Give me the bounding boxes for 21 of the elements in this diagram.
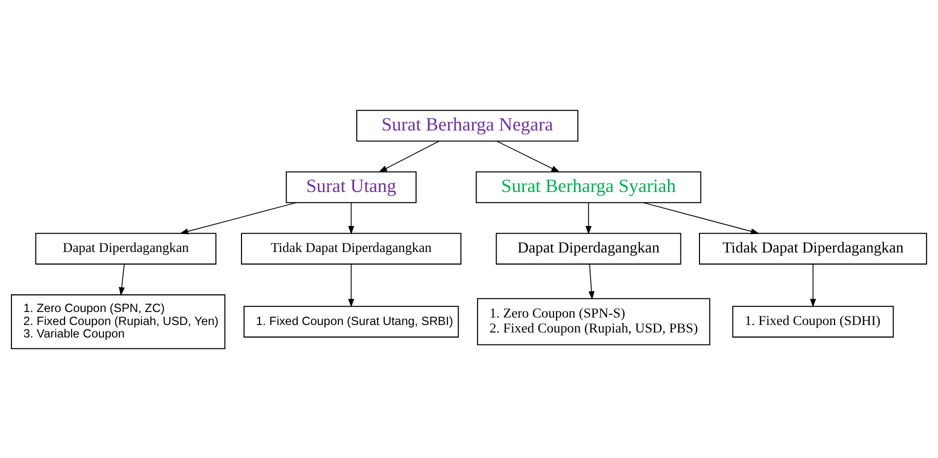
node-box: 1. Fixed Coupon (SDHI) bbox=[732, 305, 894, 338]
node-box: Surat Berharga Syariah bbox=[476, 170, 702, 203]
arrow bbox=[348, 202, 354, 234]
node-box: Dapat Diperdagangkan bbox=[496, 232, 682, 264]
arrow bbox=[348, 263, 354, 307]
node-box: 1. Zero Coupon (SPN, ZC) 2. Fixed Coupon (Rupiah, USD, Yen) 3. Variable Coupon bbox=[10, 294, 226, 349]
node-box: Surat Berharga Negara bbox=[356, 109, 578, 142]
arrow bbox=[642, 202, 760, 234]
node-box: Surat Utang bbox=[286, 170, 417, 203]
arrow bbox=[586, 202, 592, 234]
node-box: 1. Zero Coupon (SPN-S) 2. Fixed Coupon (Rupiah, USD, PBS) bbox=[477, 298, 710, 345]
arrow bbox=[180, 202, 297, 234]
arrow bbox=[588, 263, 594, 300]
node-box: Dapat Diperdagangkan bbox=[35, 232, 216, 264]
arrow bbox=[810, 263, 816, 307]
node-box: Tidak Dapat Diperdagangkan bbox=[698, 232, 928, 264]
node-box: Tidak Dapat Diperdagangkan bbox=[240, 232, 462, 264]
arrow bbox=[118, 263, 125, 296]
arrow bbox=[496, 140, 560, 172]
arrow bbox=[378, 140, 440, 172]
node-box: 1. Fixed Coupon (Surat Utang, SRBI) bbox=[244, 305, 459, 338]
